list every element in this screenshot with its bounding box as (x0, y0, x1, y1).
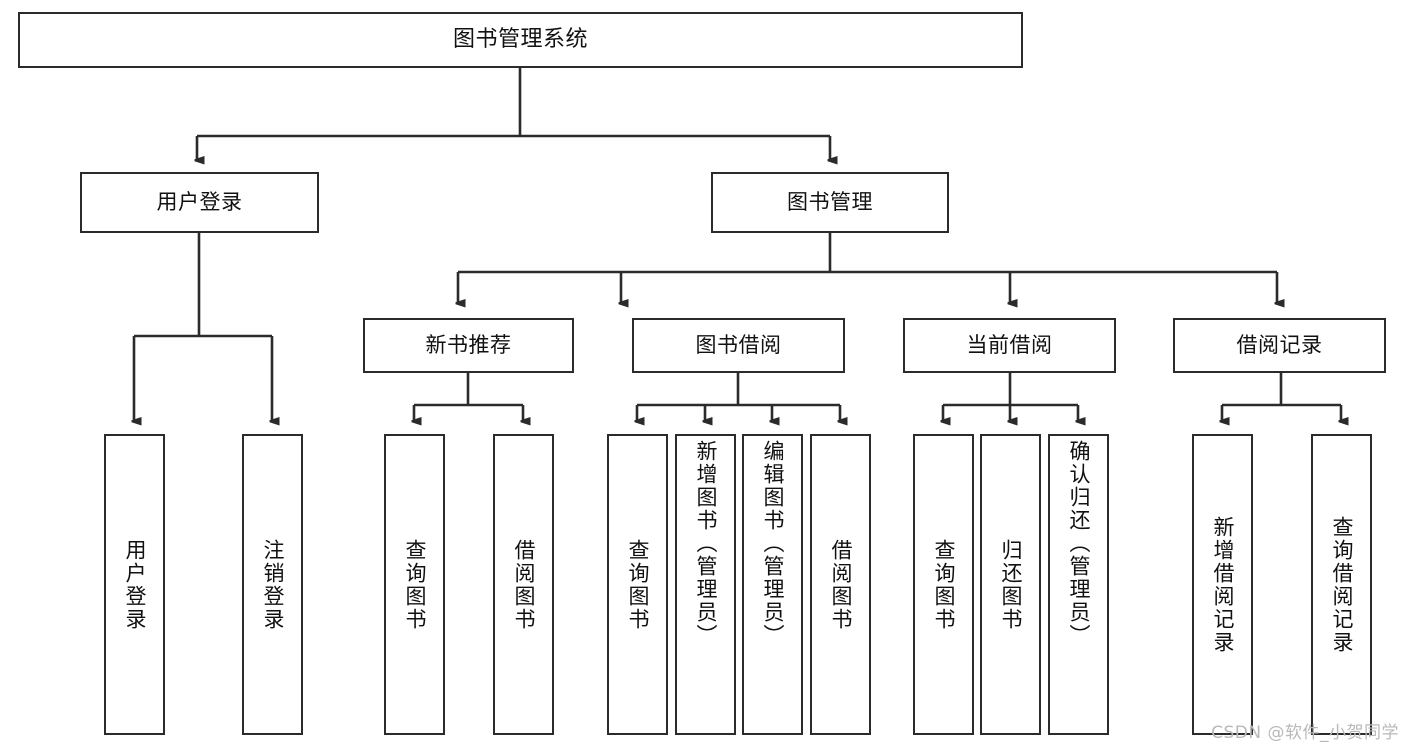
leaf-borrow-record-query-record[interactable]: 查询借阅记录 (1311, 434, 1372, 735)
leaf-label: 查询图书 (626, 538, 650, 631)
node-user-login[interactable]: 用户登录 (80, 172, 319, 233)
leaf-label: 查询图书 (932, 538, 956, 631)
node-book-management-label: 图书管理 (787, 189, 873, 214)
leaf-label: 用户登录 (123, 538, 147, 631)
leaf-user-login-login[interactable]: 用户登录 (104, 434, 165, 735)
node-current-borrow[interactable]: 当前借阅 (903, 318, 1116, 373)
leaf-label: 查询图书 (403, 538, 427, 631)
leaf-label: 编辑图书（管理员） (761, 440, 785, 647)
leaf-label: 注销登录 (261, 538, 285, 631)
node-borrow-record-label: 借阅记录 (1236, 332, 1323, 357)
leaf-book-borrow-borrow-book[interactable]: 借阅图书 (810, 434, 871, 735)
leaf-label: 借阅图书 (512, 538, 536, 631)
node-current-borrow-label: 当前借阅 (966, 332, 1053, 357)
leaf-book-borrow-query-book[interactable]: 查询图书 (607, 434, 668, 735)
leaf-current-borrow-query-book[interactable]: 查询图书 (913, 434, 974, 735)
node-book-borrow-label: 图书借阅 (695, 332, 782, 357)
node-new-book-recommend[interactable]: 新书推荐 (363, 318, 574, 373)
leaf-book-borrow-add-book-admin[interactable]: 新增图书（管理员） (675, 434, 736, 735)
leaf-label: 归还图书 (999, 538, 1023, 631)
node-root-label: 图书管理系统 (452, 26, 588, 52)
node-borrow-record[interactable]: 借阅记录 (1173, 318, 1386, 373)
leaf-label: 确认归还（管理员） (1067, 440, 1091, 647)
leaf-book-borrow-edit-book-admin[interactable]: 编辑图书（管理员） (742, 434, 803, 735)
node-root-book-management-system[interactable]: 图书管理系统 (18, 12, 1023, 68)
leaf-label: 新增图书（管理员） (694, 440, 718, 647)
leaf-new-book-borrow-book[interactable]: 借阅图书 (493, 434, 554, 735)
leaf-current-borrow-confirm-return-admin[interactable]: 确认归还（管理员） (1048, 434, 1109, 735)
leaf-label: 借阅图书 (829, 538, 853, 631)
node-book-management[interactable]: 图书管理 (711, 172, 949, 233)
node-book-borrow[interactable]: 图书借阅 (632, 318, 845, 373)
leaf-label: 新增借阅记录 (1211, 515, 1235, 654)
node-new-book-recommend-label: 新书推荐 (425, 332, 512, 357)
leaf-user-login-logout[interactable]: 注销登录 (242, 434, 303, 735)
csdn-watermark: CSDN @软件_小贺同学 (1211, 723, 1399, 743)
leaf-borrow-record-add-record[interactable]: 新增借阅记录 (1192, 434, 1253, 735)
leaf-new-book-query-book[interactable]: 查询图书 (384, 434, 445, 735)
leaf-label: 查询借阅记录 (1330, 515, 1354, 654)
leaf-current-borrow-return-book[interactable]: 归还图书 (980, 434, 1041, 735)
node-user-login-label: 用户登录 (156, 189, 243, 214)
